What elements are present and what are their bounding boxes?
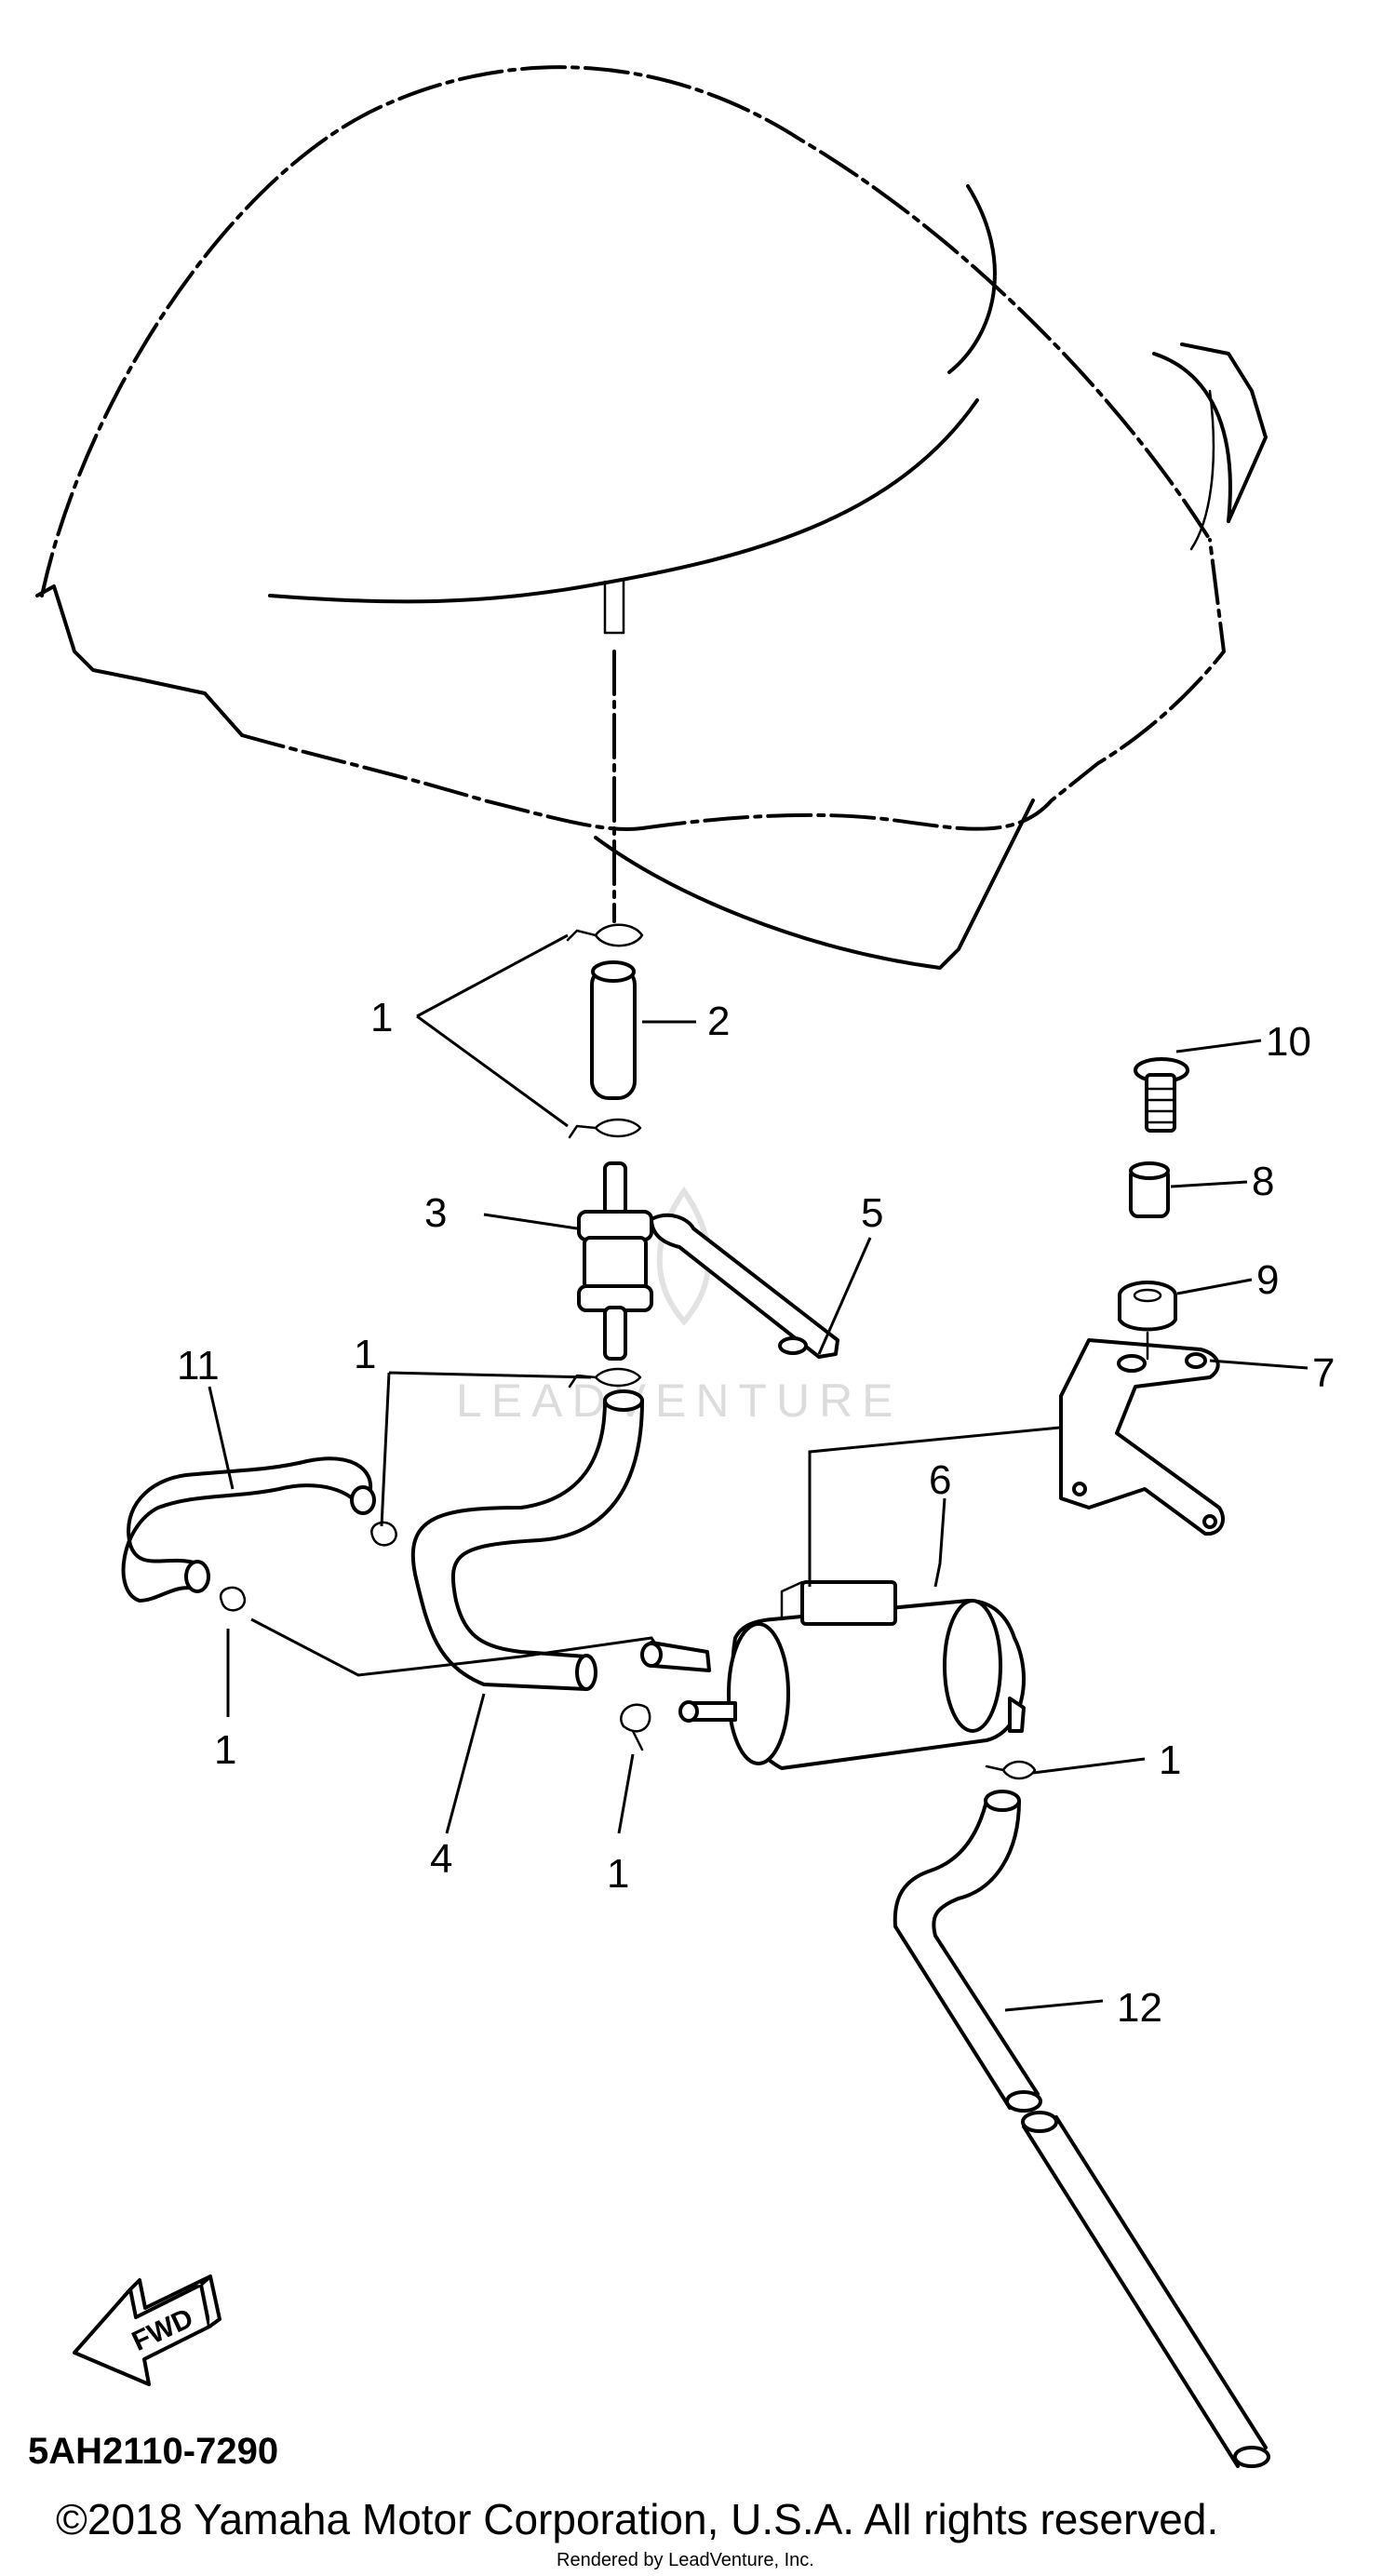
callout-3: 3	[424, 1190, 447, 1236]
callout-1b: 1	[354, 1332, 376, 1377]
callout-9: 9	[1256, 1257, 1279, 1303]
watermark-text: LEADVENTURE	[456, 1375, 903, 1427]
strap-5	[650, 1213, 839, 1359]
grommet-9	[1118, 1281, 1177, 1361]
clamp-11a	[370, 1521, 397, 1547]
leader-lines	[208, 933, 1309, 2012]
hose-12	[893, 1790, 1270, 2468]
copyright-notice: ©2018 Yamaha Motor Corporation, U.S.A. A…	[56, 2495, 1219, 2543]
fwd-arrow-icon: FWD	[73, 2274, 221, 2386]
callout-2: 2	[707, 999, 730, 1044]
hose-4	[410, 1389, 644, 1691]
callout-1a: 1	[370, 995, 393, 1040]
clamp-11b	[219, 1586, 247, 1612]
callout-numbers: 1 2 3 5 10 8 9 7 6 1 11 1 4 1 1 12	[177, 995, 1335, 2031]
callout-6: 6	[929, 1457, 951, 1503]
rendered-by-notice: Rendered by LeadVenture, Inc.	[557, 2550, 814, 2570]
callout-4: 4	[430, 1836, 452, 1882]
callout-1d: 1	[607, 1851, 629, 1897]
callout-8: 8	[1252, 1159, 1274, 1204]
callout-12: 12	[1117, 1985, 1162, 2031]
leadventure-watermark: LEADVENTURE	[456, 1186, 903, 1427]
callout-5: 5	[861, 1190, 883, 1236]
bolt-10	[1134, 1057, 1189, 1133]
callout-11: 11	[177, 1343, 220, 1389]
clamp-upper	[566, 923, 644, 947]
callout-7: 7	[1312, 1350, 1335, 1396]
clamp-middle	[568, 1118, 642, 1139]
fuel-filter-3	[577, 1161, 653, 1361]
fuel-tank	[35, 65, 1268, 970]
canister-6	[640, 1580, 1026, 1770]
diagram-part-code: 5AH2110-7290	[28, 2431, 279, 2472]
clamp-4-lower	[620, 1703, 651, 1751]
hose-11	[121, 1456, 376, 1603]
callout-10: 10	[1266, 1019, 1311, 1065]
routing-line-7	[808, 1422, 1099, 1587]
collar-8	[1129, 1161, 1170, 1218]
bracket-7	[1059, 1338, 1225, 1536]
clamp-canister-right	[985, 1760, 1037, 1780]
routing-line-11	[250, 1617, 672, 1677]
callout-1c: 1	[214, 1727, 236, 1773]
hose-2	[590, 960, 637, 1100]
callout-1e: 1	[1159, 1737, 1181, 1783]
